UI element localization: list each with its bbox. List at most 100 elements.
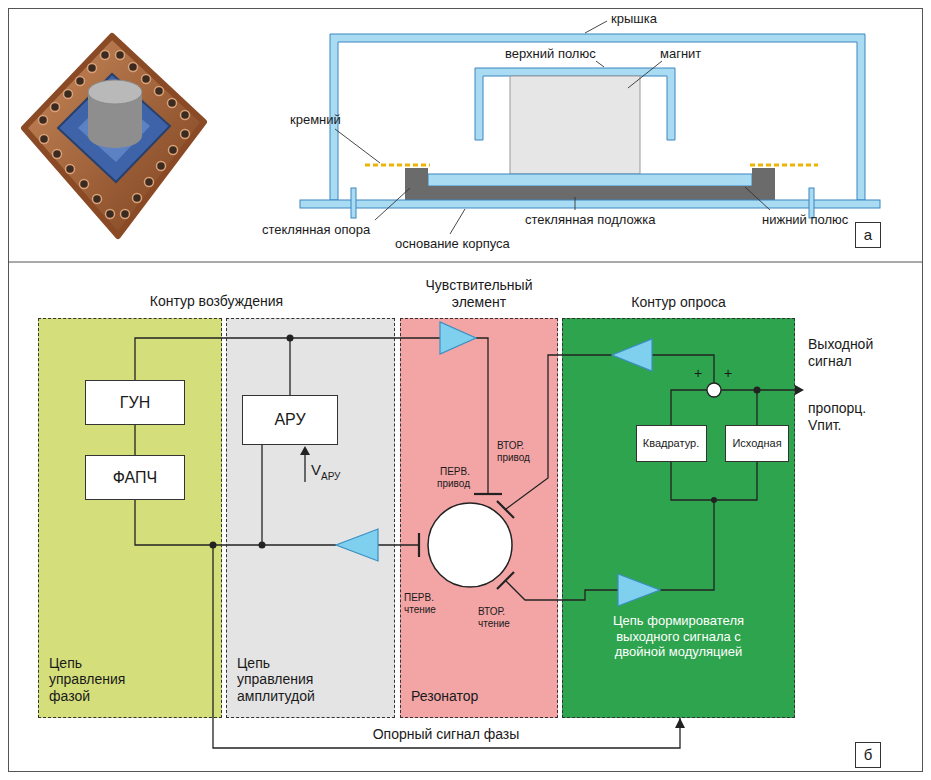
magnet <box>510 76 640 174</box>
leader-line <box>585 21 607 33</box>
pin <box>116 51 125 60</box>
block-label: ФАПЧ <box>113 468 157 487</box>
pin <box>181 130 190 139</box>
summing-junction <box>707 383 721 397</box>
part-label-holder: основание корпуса <box>395 236 510 252</box>
package-pins <box>39 51 190 219</box>
column-heading: Контур опроса <box>631 294 726 310</box>
connector <box>134 425 135 455</box>
signal-subscript: АРУ <box>321 471 340 482</box>
wire <box>652 355 714 383</box>
arrowhead <box>300 446 310 455</box>
panel-letter-box: а <box>855 222 881 248</box>
region-fill <box>226 318 395 718</box>
region-caption-holder: Цепь управления амплитудой <box>237 655 337 705</box>
connector <box>671 462 757 500</box>
sign-label-holder: + <box>724 365 732 382</box>
region-caption-holder: Цепь формирователя выходного сигнала с д… <box>593 613 764 660</box>
block-label: ГУН <box>120 393 150 412</box>
pin <box>40 135 49 144</box>
leader-line <box>575 197 576 210</box>
junction-dot <box>754 387 761 394</box>
signal-name-holder: V <box>311 461 321 479</box>
region-caption: Цепь формирователя выходного сигнала с д… <box>613 613 744 659</box>
region-caption: Цепь управления амплитудой <box>237 655 315 705</box>
junction-dot <box>259 542 266 549</box>
pin <box>157 162 166 171</box>
junction-dot <box>210 542 217 549</box>
leader-line <box>628 61 662 88</box>
sensor-photo <box>24 36 204 236</box>
lid <box>330 34 865 200</box>
part-label-holder: нижний полюс <box>762 212 848 228</box>
junction-dot <box>287 335 294 342</box>
part-label: стеклянная опора <box>262 222 370 237</box>
connector <box>213 718 680 748</box>
pin <box>129 63 138 72</box>
pin <box>51 103 60 112</box>
pin <box>169 146 178 155</box>
lead-pin <box>351 188 356 218</box>
pin <box>133 194 142 203</box>
group-heading: Контур возбуждения <box>150 293 283 309</box>
pin <box>93 195 102 204</box>
part-label-holder: стеклянная опора <box>262 222 370 238</box>
agc-block: АРУ <box>242 395 338 445</box>
amplifiers <box>336 322 660 606</box>
block-label: а <box>864 226 872 244</box>
amplifier-symbol <box>440 322 476 354</box>
column-heading-holder: Контур опроса <box>563 294 794 311</box>
wire <box>135 500 336 545</box>
part-label: кремний <box>290 112 341 127</box>
wire <box>212 545 213 718</box>
part-label-holder: стеклянная подложка <box>525 212 656 228</box>
junction-dots <box>210 335 761 549</box>
quadrature-block: Квадратур. <box>636 425 707 462</box>
wire <box>671 390 707 425</box>
group-heading-holder: Контур возбуждения <box>38 293 395 310</box>
figure-frame <box>9 9 923 772</box>
part-label: крышка <box>611 11 657 26</box>
amplifier-symbol <box>618 574 660 606</box>
pin-label: ПЕРВ. чтение <box>404 592 436 615</box>
wire <box>289 338 290 395</box>
leader-line <box>450 209 465 234</box>
silicon <box>365 164 430 167</box>
leader-line <box>745 187 770 210</box>
arrowhead <box>795 385 804 395</box>
amplifier-symbol <box>336 529 378 561</box>
leader-lines <box>335 21 770 234</box>
pin <box>168 99 177 108</box>
divider-line <box>8 262 923 263</box>
sensing-element-region: Чувствительный элементРезонатор <box>400 318 558 718</box>
part-label-holder: верхний полюс <box>505 46 596 62</box>
part-label-holder: магнит <box>660 46 701 62</box>
pin <box>181 111 190 120</box>
edge-label-holder: Опорный сигнал фазы <box>369 726 524 743</box>
region-caption-holder: Цепь управления фазой <box>49 655 149 705</box>
pin-label-holder: ПЕРВ. привод <box>424 466 470 490</box>
amplifier-symbol <box>612 339 652 371</box>
pin <box>155 87 164 96</box>
package-base <box>24 36 204 236</box>
pin-label-holder: ПЕРВ. чтение <box>404 592 450 616</box>
wire <box>378 544 419 545</box>
edge-label: Опорный сигнал фазы <box>373 726 520 742</box>
electrodes <box>419 494 514 589</box>
column-heading: Чувствительный элемент <box>426 277 533 310</box>
region-fill <box>562 318 795 718</box>
region-fill <box>38 318 222 718</box>
vco-block: ГУН <box>85 380 185 425</box>
output-label: Выходной сигнал <box>808 336 873 369</box>
sign-label: + <box>724 365 732 381</box>
block-label: Исходная <box>732 437 781 450</box>
pin-label: ВТОР. чтение <box>478 606 510 629</box>
phase-control-region: Цепь управления фазой ГУН ФАПЧ <box>38 318 222 718</box>
pin <box>142 75 151 84</box>
part-label: стеклянная подложка <box>525 212 656 227</box>
output-label: пропорц. Vпит. <box>808 400 866 433</box>
pin-label-holder: ВТОР. привод <box>497 440 543 464</box>
readout-region: Контур опросаЦепь формирователя выходног… <box>562 318 795 718</box>
leader-line <box>375 188 410 220</box>
